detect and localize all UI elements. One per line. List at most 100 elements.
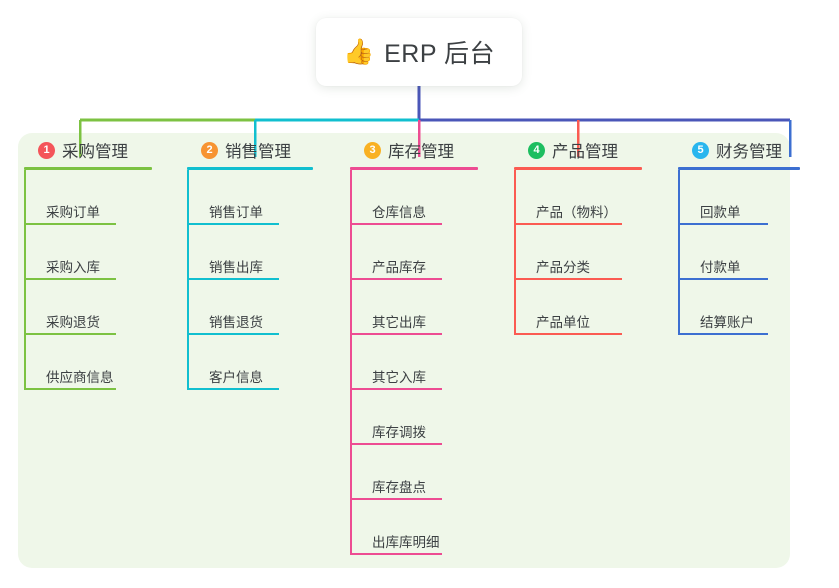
branch-item-rule <box>187 223 279 225</box>
branch-item[interactable]: 产品分类 <box>514 225 672 280</box>
branch-spine <box>678 170 680 335</box>
branch-item[interactable]: 回款单 <box>678 170 826 225</box>
branch-column: 4 产品管理产品（物料） 产品分类产品单位 <box>512 133 672 335</box>
root-node-card[interactable]: 👍 ERP 后台 <box>316 18 522 86</box>
branch-item-label: 供应商信息 <box>46 370 114 385</box>
branch-item-rule <box>514 278 622 280</box>
branch-header-rule <box>678 167 800 170</box>
branch-item[interactable]: 采购订单 <box>24 170 172 225</box>
branch-item-rule <box>514 333 622 335</box>
branch-column: 1 采购管理采购订单采购入库采购退货供应商信息 <box>22 133 172 390</box>
branch-item-rule <box>678 333 768 335</box>
branch-item-rule <box>350 443 442 445</box>
branch-item-list: 产品（物料） 产品分类产品单位 <box>514 170 672 335</box>
branch-item[interactable]: 付款单 <box>678 225 826 280</box>
branch-item-list: 销售订单销售出库销售退货客户信息 <box>187 170 335 390</box>
branch-item[interactable]: 其它出库 <box>350 280 498 335</box>
branch-header[interactable]: 5 财务管理 <box>676 133 826 167</box>
branch-item[interactable]: 产品（物料） <box>514 170 672 225</box>
branch-item-label: 产品分类 <box>536 260 590 275</box>
branch-item-label: 出库库明细 <box>372 535 440 550</box>
branch-item[interactable]: 结算账户 <box>678 280 826 335</box>
branch-item-label: 产品库存 <box>372 260 426 275</box>
branch-item-label: 回款单 <box>700 205 741 220</box>
branch-item[interactable]: 采购退货 <box>24 280 172 335</box>
branch-title: 销售管理 <box>225 143 291 161</box>
branch-header[interactable]: 2 销售管理 <box>185 133 335 167</box>
branch-item-label: 其它入库 <box>372 370 426 385</box>
branch-title: 采购管理 <box>62 143 128 161</box>
branch-item-label: 采购退货 <box>46 315 100 330</box>
branch-item[interactable]: 出库库明细 <box>350 500 498 555</box>
branch-item-rule <box>24 223 116 225</box>
branch-item-rule <box>514 223 622 225</box>
branch-column: 3 库存管理仓库信息产品库存其它出库其它入库库存调拨库存盘点出库库明细 <box>348 133 498 555</box>
branch-header-rule <box>187 167 313 170</box>
branch-header[interactable]: 3 库存管理 <box>348 133 498 167</box>
branch-item-label: 客户信息 <box>209 370 263 385</box>
branch-index-badge: 4 <box>528 141 545 159</box>
branch-item[interactable]: 销售订单 <box>187 170 335 225</box>
branch-item-rule <box>187 278 279 280</box>
branch-item-rule <box>350 223 442 225</box>
branch-item[interactable]: 产品库存 <box>350 225 498 280</box>
branch-item[interactable]: 销售出库 <box>187 225 335 280</box>
branch-item[interactable]: 供应商信息 <box>24 335 172 390</box>
branch-item[interactable]: 库存调拨 <box>350 390 498 445</box>
branch-item-label: 结算账户 <box>700 315 754 330</box>
branch-item-label: 库存盘点 <box>372 480 426 495</box>
branch-index-badge: 3 <box>364 141 381 159</box>
branch-item-label: 付款单 <box>700 260 741 275</box>
branch-item-label: 产品（物料） <box>536 205 617 220</box>
branch-item-label: 产品单位 <box>536 315 590 330</box>
branch-index-badge: 1 <box>38 141 55 159</box>
branch-item-list: 回款单付款单结算账户 <box>678 170 826 335</box>
branch-item-rule <box>350 278 442 280</box>
branch-item-list: 仓库信息产品库存其它出库其它入库库存调拨库存盘点出库库明细 <box>350 170 498 555</box>
branch-item-label: 采购订单 <box>46 205 100 220</box>
branch-item[interactable]: 产品单位 <box>514 280 672 335</box>
branch-spine <box>187 170 189 390</box>
branch-header[interactable]: 4 产品管理 <box>512 133 672 167</box>
branch-header[interactable]: 1 采购管理 <box>22 133 172 167</box>
root-node-title: ERP 后台 <box>384 40 496 68</box>
branch-item-rule <box>350 388 442 390</box>
branch-item-list: 采购订单采购入库采购退货供应商信息 <box>24 170 172 390</box>
branch-column: 5 财务管理回款单付款单结算账户 <box>676 133 826 335</box>
branch-item-rule <box>678 223 768 225</box>
branch-item-rule <box>24 388 116 390</box>
branch-header-rule <box>24 167 152 170</box>
branch-item[interactable]: 采购入库 <box>24 225 172 280</box>
branch-column: 2 销售管理销售订单销售出库销售退货客户信息 <box>185 133 335 390</box>
branch-item-label: 销售订单 <box>209 205 263 220</box>
branch-item-rule <box>350 498 442 500</box>
branch-item-label: 销售退货 <box>209 315 263 330</box>
branch-item[interactable]: 客户信息 <box>187 335 335 390</box>
branch-item[interactable]: 库存盘点 <box>350 445 498 500</box>
branch-item-rule <box>187 333 279 335</box>
thumbs-up-icon: 👍 <box>342 37 375 66</box>
branch-item[interactable]: 销售退货 <box>187 280 335 335</box>
branch-item-label: 销售出库 <box>209 260 263 275</box>
branch-index-badge: 5 <box>692 141 709 159</box>
branch-title: 库存管理 <box>388 143 454 161</box>
branch-item[interactable]: 其它入库 <box>350 335 498 390</box>
branch-spine <box>514 170 516 335</box>
branch-spine <box>350 170 352 555</box>
branch-item-rule <box>24 333 116 335</box>
branch-index-badge: 2 <box>201 141 218 159</box>
branch-item-rule <box>187 388 279 390</box>
branch-item-label: 库存调拨 <box>372 425 426 440</box>
branch-item-label: 仓库信息 <box>372 205 426 220</box>
branch-header-rule <box>514 167 642 170</box>
branch-title: 产品管理 <box>552 143 618 161</box>
branches-panel <box>18 133 790 568</box>
branch-item-label: 其它出库 <box>372 315 426 330</box>
branch-item[interactable]: 仓库信息 <box>350 170 498 225</box>
branch-title: 财务管理 <box>716 143 782 161</box>
branch-item-rule <box>350 553 442 555</box>
branch-item-rule <box>350 333 442 335</box>
branch-spine <box>24 170 26 390</box>
branch-item-rule <box>24 278 116 280</box>
